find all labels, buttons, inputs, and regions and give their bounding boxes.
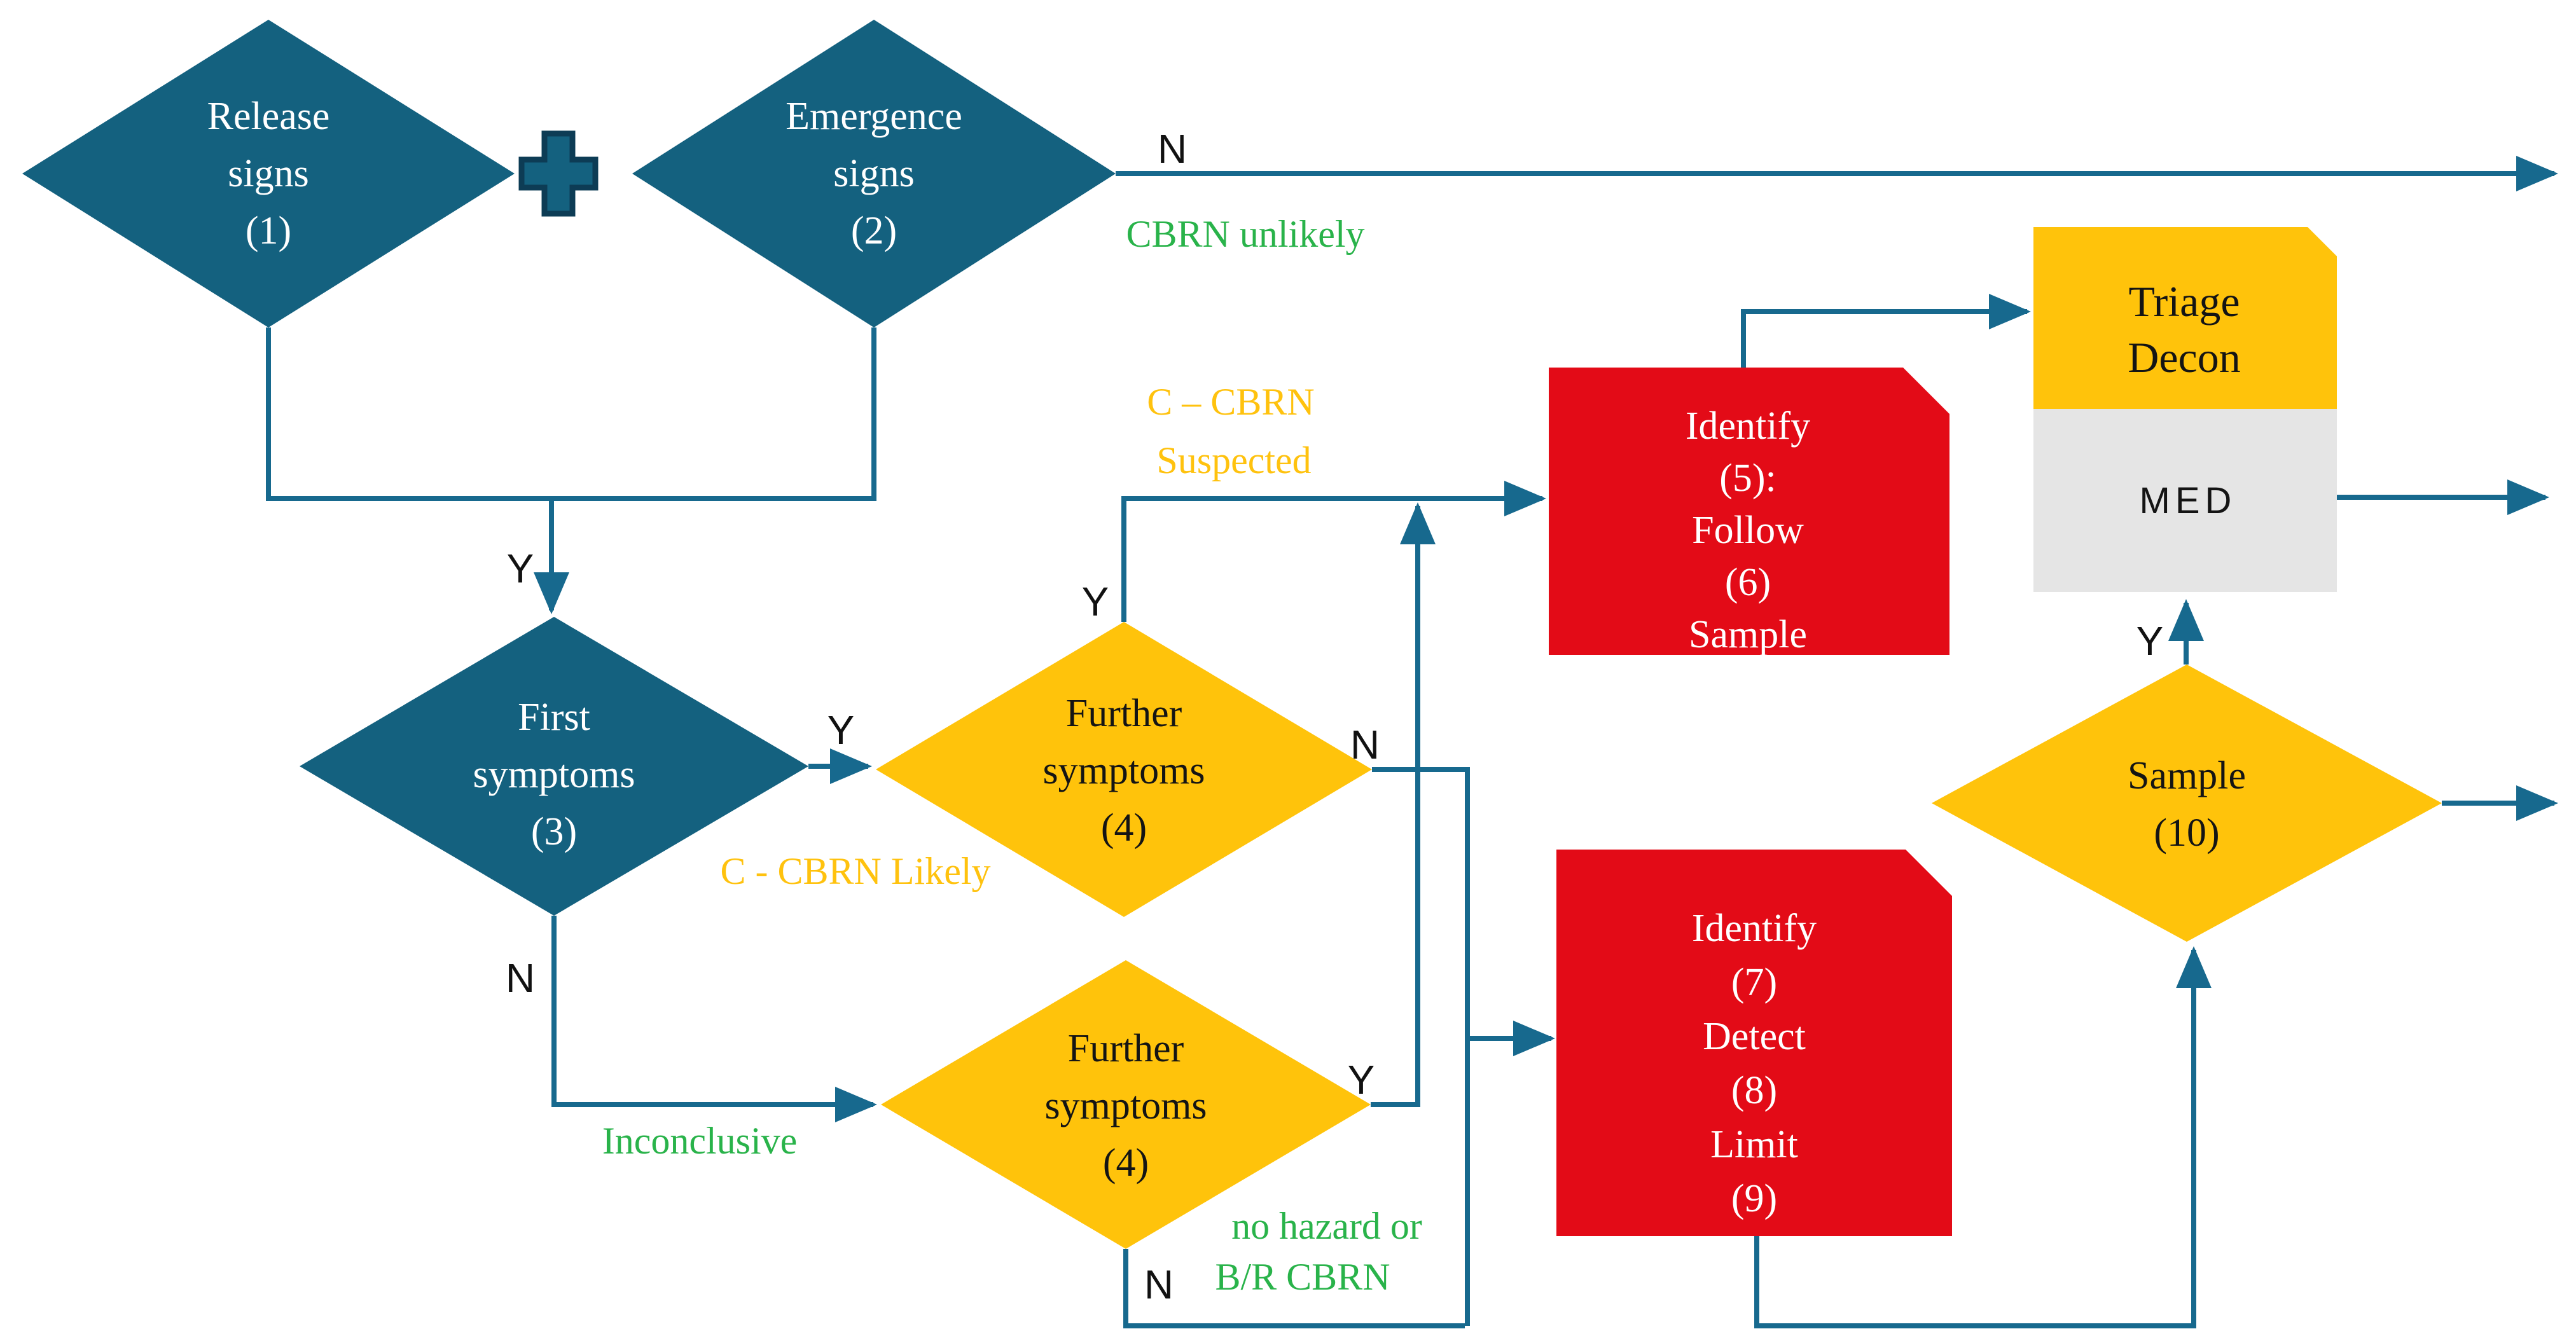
further-symptoms-bottom-text: symptoms	[1045, 1084, 1207, 1127]
identify-follow-sample-text: (6)	[1725, 561, 1771, 604]
identify-follow-sample-text: Sample	[1689, 613, 1807, 656]
further-symptoms-top-text: Further	[1066, 692, 1182, 735]
annotation-cbrn-unlikely: CBRN unlikely	[1126, 213, 1364, 255]
further-symptoms-top-text: symptoms	[1043, 749, 1205, 792]
emergence-signs-text: Emergence	[786, 95, 962, 138]
edge-identify7-to-sample	[1754, 946, 2212, 1328]
branch-label-n: N	[1144, 1262, 1174, 1307]
sample-text: Sample	[2128, 754, 2246, 797]
sample-text: (10)	[2154, 811, 2219, 855]
node-emergence-signs: Emergence signs (2)	[632, 20, 1116, 327]
edge-release-emergence-merge	[266, 327, 876, 501]
edge-first-no-to-further-bottom	[551, 916, 877, 1122]
identify-detect-limit-text: Detect	[1703, 1015, 1806, 1058]
triage-decon-box	[2033, 227, 2337, 409]
node-further-symptoms-top: Further symptoms (4)	[876, 622, 1372, 917]
node-release-signs: Release signs (1)	[22, 20, 515, 327]
node-sample: Sample (10)	[1932, 665, 2442, 942]
further-symptoms-bottom-diamond	[881, 960, 1371, 1249]
identify-detect-limit-text: (7)	[1731, 961, 1777, 1004]
edge-further-top-no-down	[1372, 767, 1470, 1326]
branch-label-n: N	[506, 955, 535, 1001]
identify-detect-limit-text: (8)	[1731, 1069, 1777, 1112]
release-signs-text: Release	[207, 95, 330, 138]
emergence-signs-diamond	[632, 20, 1116, 327]
annotations: CBRN unlikely C – CBRN Suspected C - CBR…	[602, 213, 1422, 1298]
plus-join	[518, 130, 599, 217]
identify-detect-limit-text: (9)	[1731, 1177, 1777, 1220]
first-symptoms-text: (3)	[531, 810, 577, 853]
branch-label-y: Y	[828, 707, 855, 753]
identify-detect-limit-text: Limit	[1710, 1123, 1798, 1166]
edge-further-bottom-yes-up	[1371, 502, 1436, 1107]
node-triage-decon: Triage Decon	[2033, 227, 2337, 409]
annotation-inconclusive: Inconclusive	[602, 1120, 798, 1162]
release-signs-text: signs	[228, 152, 308, 195]
annotation-c-cbrn-likely: C - CBRN Likely	[720, 850, 990, 892]
med-box	[2033, 409, 2337, 592]
first-symptoms-text: symptoms	[473, 753, 635, 796]
first-symptoms-text: First	[518, 696, 590, 739]
emergence-signs-text: (2)	[851, 209, 897, 252]
branch-label-y: Y	[1082, 579, 1109, 624]
branch-label-y: Y	[2136, 618, 2164, 664]
edge-further-bottom-no	[1123, 1249, 1465, 1328]
identify-follow-sample-text: Follow	[1692, 509, 1804, 552]
release-signs-text: (1)	[246, 209, 291, 252]
annotation-no-hazard: B/R CBRN	[1215, 1256, 1390, 1298]
node-med: MED	[2033, 409, 2337, 592]
branch-label-y: Y	[507, 546, 534, 591]
branch-label-n: N	[1350, 722, 1380, 768]
annotation-no-hazard: no hazard or	[1231, 1205, 1422, 1247]
identify-detect-limit-text: Identify	[1692, 907, 1817, 950]
branch-label-y: Y	[1348, 1057, 1375, 1103]
annotation-c-cbrn-suspected: Suspected	[1156, 439, 1311, 481]
identify-detect-limit-box	[1556, 850, 1952, 1236]
identify-follow-sample-text: Identify	[1686, 404, 1810, 448]
edge-identify5-to-triage	[1741, 294, 2031, 368]
edges	[266, 156, 2558, 1328]
first-symptoms-diamond	[300, 617, 808, 916]
sample-diamond	[1932, 665, 2442, 942]
identify-follow-sample-text: (5):	[1719, 457, 1776, 500]
further-symptoms-bottom-text: Further	[1068, 1027, 1184, 1070]
identify-follow-sample-box	[1549, 368, 1949, 655]
further-symptoms-bottom-text: (4)	[1103, 1141, 1149, 1185]
annotation-c-cbrn-suspected: C – CBRN	[1147, 381, 1314, 423]
plus-icon	[518, 130, 599, 217]
node-further-symptoms-bottom: Further symptoms (4)	[881, 960, 1371, 1249]
med-text: MED	[2140, 480, 2237, 521]
node-identify-detect-limit: Identify (7) Detect (8) Limit (9)	[1556, 850, 1952, 1236]
further-symptoms-top-text: (4)	[1101, 806, 1147, 850]
edge-further-top-yes-to-identify5	[1121, 481, 1546, 622]
branch-letters: N Y Y N Y N Y N Y	[506, 126, 2163, 1307]
node-first-symptoms: First symptoms (3)	[300, 617, 808, 916]
triage-decon-text: Triage	[2128, 277, 2240, 326]
emergence-signs-text: signs	[833, 152, 914, 195]
release-signs-diamond	[22, 20, 515, 327]
triage-decon-text: Decon	[2128, 333, 2240, 382]
branch-label-n: N	[1158, 126, 1187, 172]
further-symptoms-top-diamond	[876, 622, 1372, 917]
node-identify-follow-sample: Identify (5): Follow (6) Sample	[1549, 368, 1949, 656]
